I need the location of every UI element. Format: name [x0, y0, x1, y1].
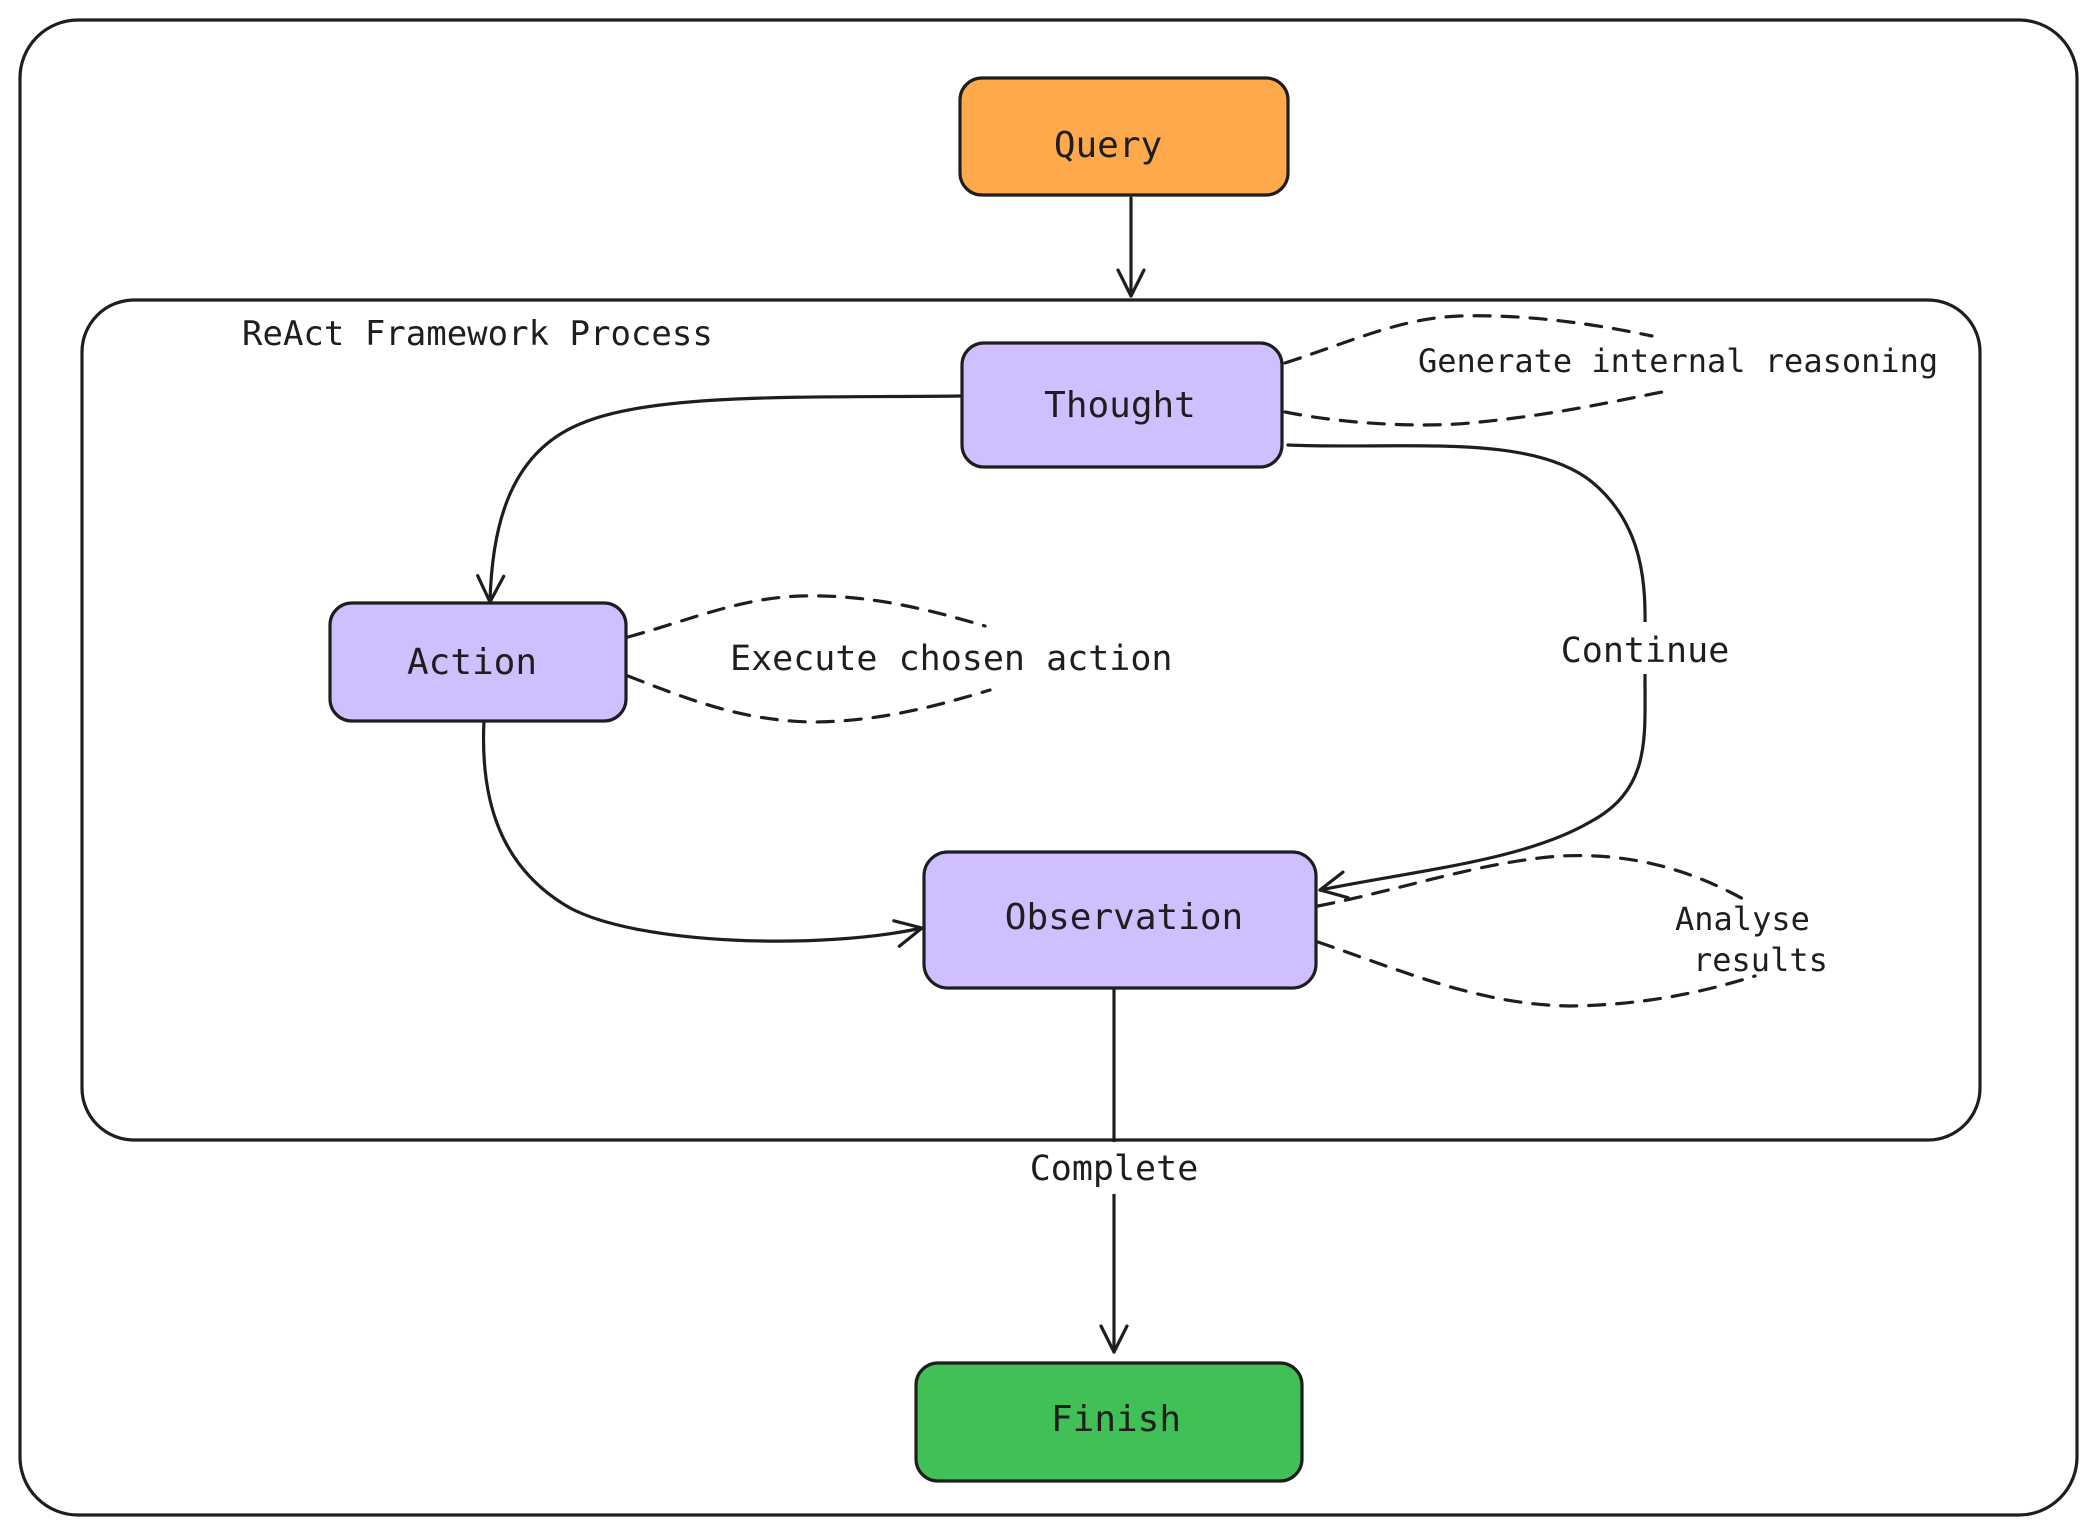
finish-node [914, 1361, 1304, 1483]
edge-label-continue: Continue [1561, 631, 1730, 671]
observation-node-label: Observation [1005, 897, 1243, 938]
query-node-label: Query [1054, 125, 1162, 166]
thought-node [960, 341, 1284, 469]
action-note-outline-top [626, 594, 987, 639]
complete-label-bg [1016, 1142, 1212, 1194]
thought-note-outline-bottom [1283, 390, 1664, 427]
observation-note-outline-top [1316, 853, 1747, 908]
react-group-label: ReAct Framework Process [242, 314, 713, 354]
observation-note-outline-bottom [1316, 940, 1757, 1008]
outer-frame [18, 18, 2079, 1517]
observation-note-line2: results [1693, 941, 1828, 979]
edge-label-complete: Complete [1030, 1149, 1199, 1189]
react-group-frame [80, 298, 1982, 1142]
action-node [328, 601, 628, 723]
action-note-outline-bottom [626, 674, 992, 724]
thought-note-outline-top [1283, 314, 1654, 365]
finish-node-label: Finish [1051, 1399, 1181, 1440]
continue-label-bg [1548, 622, 1742, 674]
observation-node [922, 850, 1318, 990]
thought-node-label: Thought [1044, 385, 1196, 426]
action-note: Execute chosen action [730, 639, 1173, 679]
edge-thought-to-action [476, 394, 962, 604]
action-node-label: Action [407, 642, 537, 683]
query-node [958, 76, 1290, 197]
thought-note: Generate internal reasoning [1418, 342, 1938, 380]
observation-note-line1: Analyse [1675, 900, 1810, 938]
edge-action-to-observation [481, 718, 924, 948]
